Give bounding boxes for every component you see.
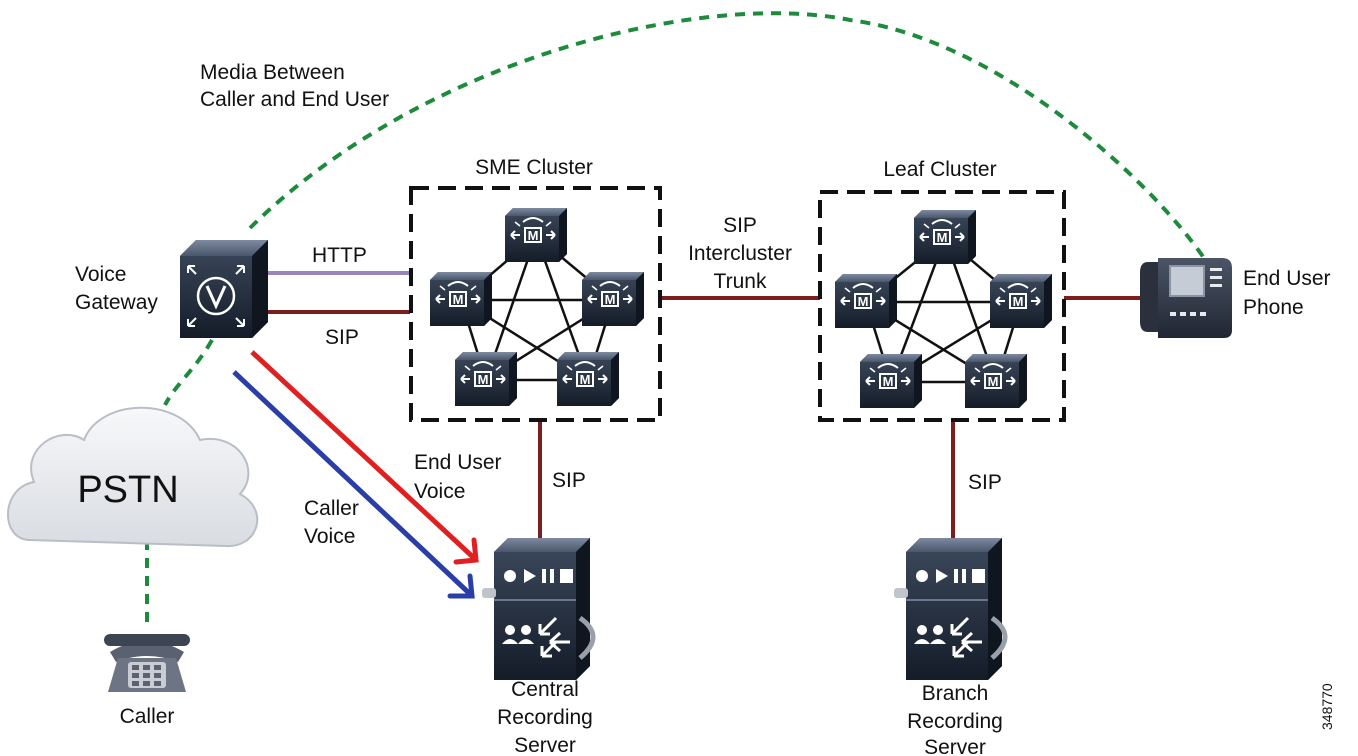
trunk-label-line3: Trunk <box>714 270 767 293</box>
central-recording-server-icon <box>482 538 593 680</box>
caller-phone-icon <box>104 634 190 692</box>
pstn-cloud-icon <box>7 406 259 548</box>
media-path-arc <box>248 11 1206 260</box>
sme-node-top-icon <box>504 207 568 263</box>
voice-gateway-label-line2: Gateway <box>75 291 158 314</box>
sme-node-right-icon <box>581 271 645 327</box>
leaf-node-bottom-left-icon <box>859 353 923 409</box>
leaf-cluster-title: Leaf Cluster <box>883 158 996 181</box>
trunk-label-line1: SIP <box>723 214 757 237</box>
caller-voice-arrow <box>232 370 475 599</box>
branch-label-line2: Recording <box>907 710 1003 733</box>
caller-voice-label-line2: Voice <box>304 525 355 548</box>
sme-node-bottom-right-icon <box>556 351 620 407</box>
http-label: HTTP <box>312 244 367 267</box>
leaf-node-left-icon <box>834 273 898 329</box>
sip-branch-label: SIP <box>968 471 1002 494</box>
caller-voice-label-line1: Caller <box>304 497 359 520</box>
sme-node-bottom-left-icon <box>454 351 518 407</box>
end-user-phone-label-line1: End User <box>1243 267 1331 290</box>
caller-label: Caller <box>120 705 175 728</box>
sme-cluster <box>409 186 662 422</box>
leaf-node-top-icon <box>913 209 977 265</box>
pstn-label: PSTN <box>77 469 178 511</box>
figure-id: 348770 <box>1319 683 1335 730</box>
voice-gateway-icon <box>180 240 268 338</box>
branch-label-line1: Branch <box>922 682 989 705</box>
media-label-line2: Caller and End User <box>200 88 389 111</box>
leaf-node-right-icon <box>989 273 1053 329</box>
sip-gateway-label: SIP <box>325 326 359 349</box>
end-user-voice-label-line1: End User <box>414 451 502 474</box>
end-user-voice-arrow <box>250 350 479 565</box>
sip-central-label: SIP <box>552 469 586 492</box>
voice-gateway-label-line1: Voice <box>75 263 126 286</box>
central-label-line3: Server <box>514 734 576 756</box>
sme-cluster-title: SME Cluster <box>475 156 593 179</box>
end-user-voice-label-line2: Voice <box>414 480 465 503</box>
leaf-node-bottom-right-icon <box>964 353 1028 409</box>
branch-recording-server-icon <box>894 538 1005 680</box>
sme-cluster-boundary <box>409 186 662 422</box>
central-label-line2: Recording <box>497 706 593 729</box>
central-label-line1: Central <box>511 678 579 701</box>
sme-node-left-icon <box>429 271 493 327</box>
media-path-gateway-pstn <box>163 339 214 406</box>
leaf-cluster <box>818 190 1066 422</box>
branch-label-line3: Server <box>924 736 986 756</box>
trunk-label-line2: Intercluster <box>688 242 792 265</box>
end-user-phone-label-line2: Phone <box>1243 296 1304 319</box>
media-label-line1: Media Between <box>200 61 345 84</box>
leaf-cluster-boundary <box>818 190 1066 422</box>
end-user-phone-icon <box>1140 258 1232 338</box>
